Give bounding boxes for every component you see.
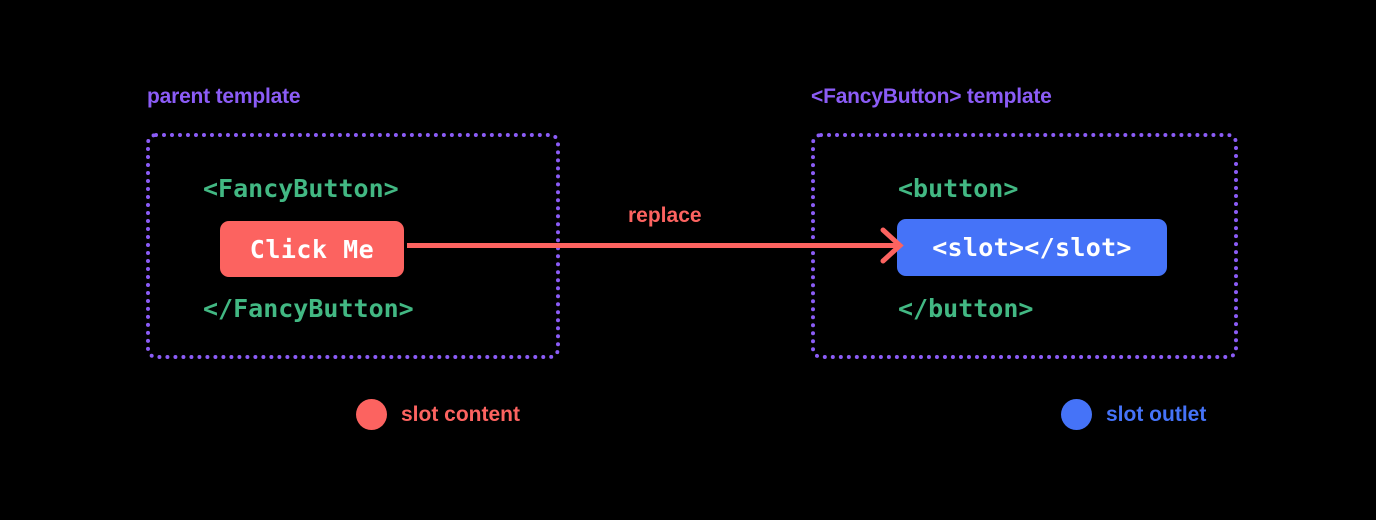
fancybutton-template-heading: <FancyButton> template xyxy=(811,85,1052,108)
legend-label-slot-outlet: slot outlet xyxy=(1106,402,1207,426)
code-open-fancybutton: <FancyButton> xyxy=(203,174,399,203)
legend-item-slot-outlet: slot outlet xyxy=(1061,399,1206,430)
slot-content-circle-icon xyxy=(356,399,387,430)
slot-outlet-chip[interactable]: <slot></slot> xyxy=(897,219,1167,276)
replace-arrow-icon xyxy=(407,227,904,264)
parent-template-heading: parent template xyxy=(147,85,301,108)
slot-content-chip[interactable]: Click Me xyxy=(220,221,404,277)
legend-item-slot-content: slot content xyxy=(356,399,520,430)
code-open-button: <button> xyxy=(898,174,1019,203)
code-close-fancybutton: </FancyButton> xyxy=(203,294,414,323)
legend-label-slot-content: slot content xyxy=(401,402,520,426)
slot-outlet-circle-icon xyxy=(1061,399,1092,430)
replace-arrow-label: replace xyxy=(628,204,702,227)
code-close-button: </button> xyxy=(898,294,1034,323)
